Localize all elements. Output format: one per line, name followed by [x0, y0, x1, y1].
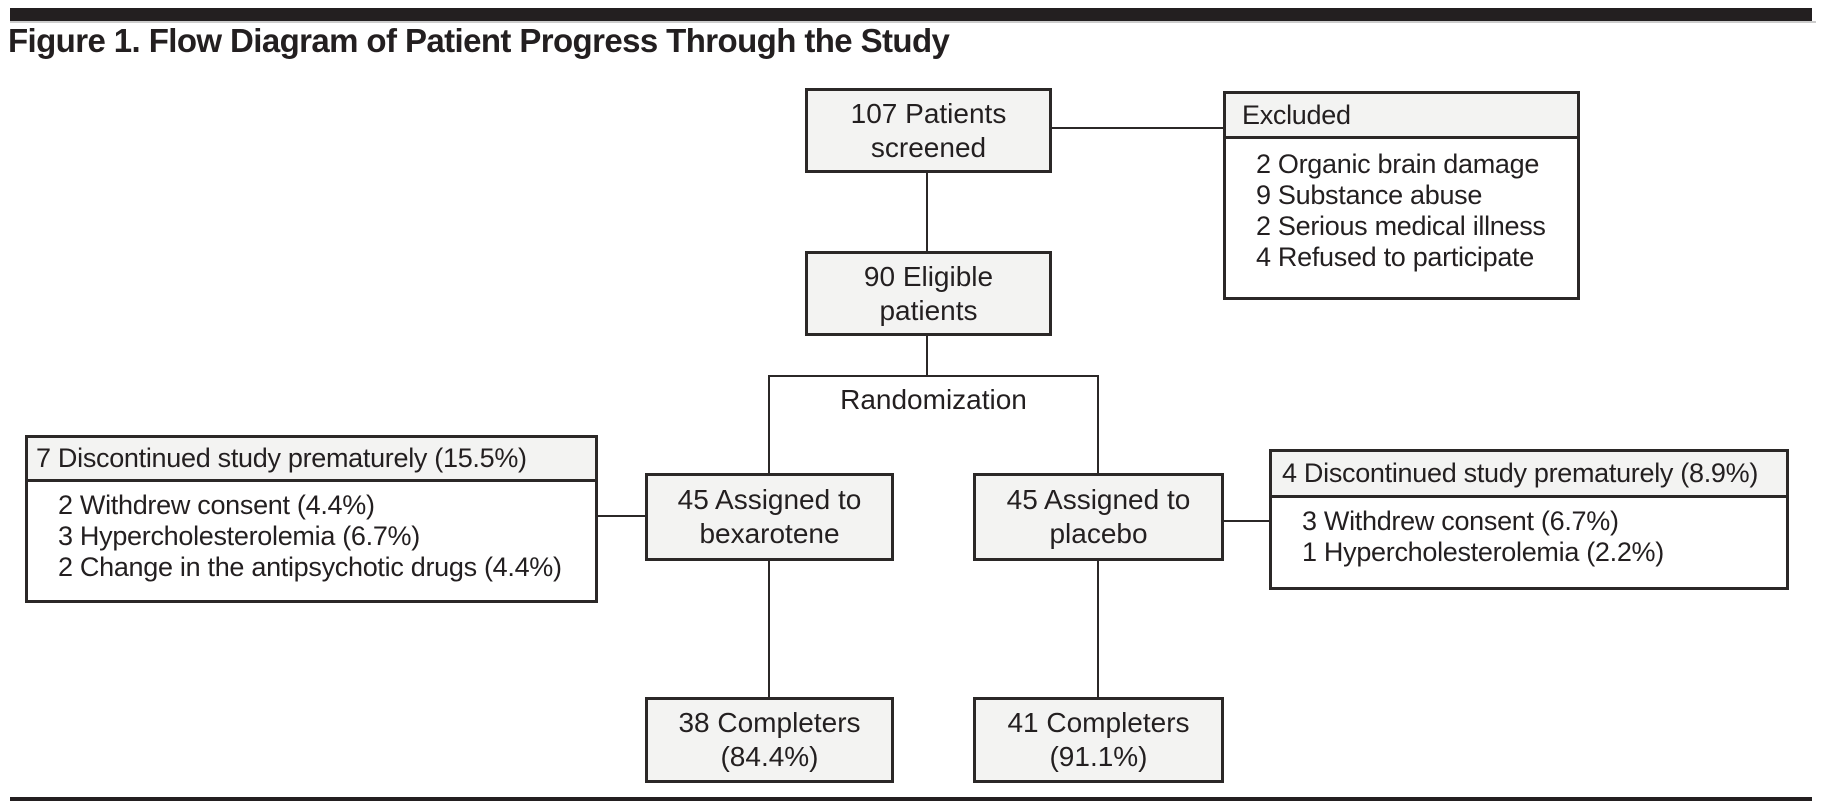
randomization-bracket-top-line — [768, 375, 1099, 377]
discontinued-placebo-item: 1 Hypercholesterolemia (2.2%) — [1302, 537, 1664, 567]
discontinued-placebo-item: 3 Withdrew consent (6.7%) — [1302, 506, 1619, 536]
excluded-item: 2 Organic brain damage — [1256, 149, 1540, 179]
discontinued-bexarotene-item: 2 Withdrew consent (4.4%) — [58, 490, 375, 520]
excluded-item: 2 Serious medical illness — [1256, 211, 1546, 241]
randomization-bracket-right-line — [1097, 375, 1099, 473]
completers-bexarotene-box: 38 Completers (84.4%) — [645, 697, 894, 783]
line-bexarotene-to-completers — [768, 561, 770, 697]
line-screened-to-excluded — [1052, 127, 1223, 129]
line-eligible-to-randomization — [926, 336, 928, 376]
figure-title: Figure 1. Flow Diagram of Patient Progre… — [8, 22, 950, 59]
eligible-box-line1: 90 Eligible — [863, 260, 994, 292]
top-bar-underline — [10, 21, 1816, 23]
excluded-item: 4 Refused to participate — [1256, 242, 1534, 272]
eligible-box-line2: patients — [879, 294, 978, 326]
randomization-label: Randomization — [840, 384, 1027, 415]
excluded-panel-header: Excluded — [1226, 94, 1577, 139]
completers-placebo-line2: (91.1%) — [1049, 741, 1148, 772]
assigned-bexarotene-line1: 45 Assigned to — [677, 484, 862, 515]
completers-placebo-box: 41 Completers (91.1%) — [973, 697, 1224, 783]
screened-box-line2: screened — [870, 131, 987, 163]
bottom-rule — [10, 797, 1812, 801]
excluded-item: 9 Substance abuse — [1256, 180, 1483, 210]
excluded-panel: Excluded 2 Organic brain damage 9 Substa… — [1223, 91, 1580, 300]
assigned-placebo-line1: 45 Assigned to — [1006, 484, 1191, 515]
discontinued-bexarotene-item: 3 Hypercholesterolemia (6.7%) — [58, 521, 420, 551]
line-placebo-to-discontinued — [1224, 520, 1269, 522]
line-screened-to-eligible — [926, 173, 928, 251]
line-placebo-to-completers — [1097, 561, 1099, 697]
excluded-panel-body: 2 Organic brain damage 9 Substance abuse… — [1226, 139, 1577, 273]
discontinued-bexarotene-body: 2 Withdrew consent (4.4%) 3 Hypercholest… — [28, 482, 595, 583]
randomization-bracket-left-line — [768, 375, 770, 473]
discontinued-bexarotene-panel: 7 Discontinued study prematurely (15.5%)… — [25, 435, 598, 603]
discontinued-bexarotene-item: 2 Change in the antipsychotic drugs (4.4… — [58, 552, 562, 582]
completers-bexarotene-line2: (84.4%) — [720, 741, 819, 772]
discontinued-placebo-body: 3 Withdrew consent (6.7%) 1 Hypercholest… — [1272, 498, 1786, 568]
completers-bexarotene-line1: 38 Completers — [678, 707, 861, 738]
assigned-placebo-box: 45 Assigned to placebo — [973, 473, 1224, 561]
eligible-box: 90 Eligible patients — [805, 251, 1052, 336]
completers-placebo-line1: 41 Completers — [1007, 707, 1190, 738]
assigned-bexarotene-line2: bexarotene — [699, 518, 840, 549]
assigned-placebo-line2: placebo — [1049, 518, 1148, 549]
discontinued-placebo-header: 4 Discontinued study prematurely (8.9%) — [1272, 452, 1786, 498]
screened-box-line1: 107 Patients — [850, 97, 1007, 129]
discontinued-placebo-panel: 4 Discontinued study prematurely (8.9%) … — [1269, 449, 1789, 590]
screened-box: 107 Patients screened — [805, 88, 1052, 173]
assigned-bexarotene-box: 45 Assigned to bexarotene — [645, 473, 894, 561]
discontinued-bexarotene-header: 7 Discontinued study prematurely (15.5%) — [28, 438, 595, 482]
top-bar — [10, 8, 1812, 21]
line-discontinued-to-bexarotene — [598, 515, 645, 517]
